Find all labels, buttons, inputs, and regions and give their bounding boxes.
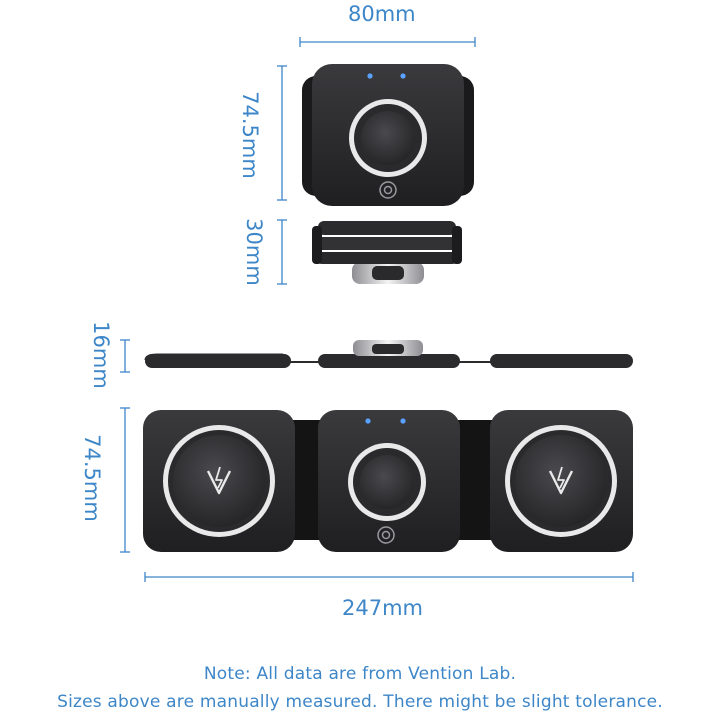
dimension-lines [120, 37, 634, 582]
dim-label-top-width: 80mm [348, 2, 416, 26]
dim-label-unfolded-height: 74.5mm [79, 434, 104, 522]
led-indicator-icon [365, 418, 371, 424]
led-indicator-icon [400, 73, 406, 79]
note-line-2: Sizes above are manually measured. There… [57, 692, 663, 712]
note-line-1: Note: All data are from Vention Lab. [203, 664, 517, 684]
folded-side-view [312, 221, 462, 284]
vention-logo-icon [206, 466, 232, 495]
led-indicator-icon [400, 418, 406, 424]
unfolded-top-view [143, 410, 633, 552]
dim-label-flat-thickness: 16mm [88, 321, 113, 389]
vention-logo-icon [548, 466, 574, 495]
gear-button-icon [377, 526, 395, 544]
flat-side-view [144, 340, 633, 368]
led-indicator-icon [367, 73, 373, 79]
gear-button-icon [379, 181, 397, 199]
dim-label-top-height: 74.5mm [237, 91, 262, 179]
dim-label-unfolded-width: 247mm [342, 596, 423, 620]
dim-label-folded-thickness: 30mm [241, 218, 266, 286]
folded-top-view [302, 64, 474, 206]
